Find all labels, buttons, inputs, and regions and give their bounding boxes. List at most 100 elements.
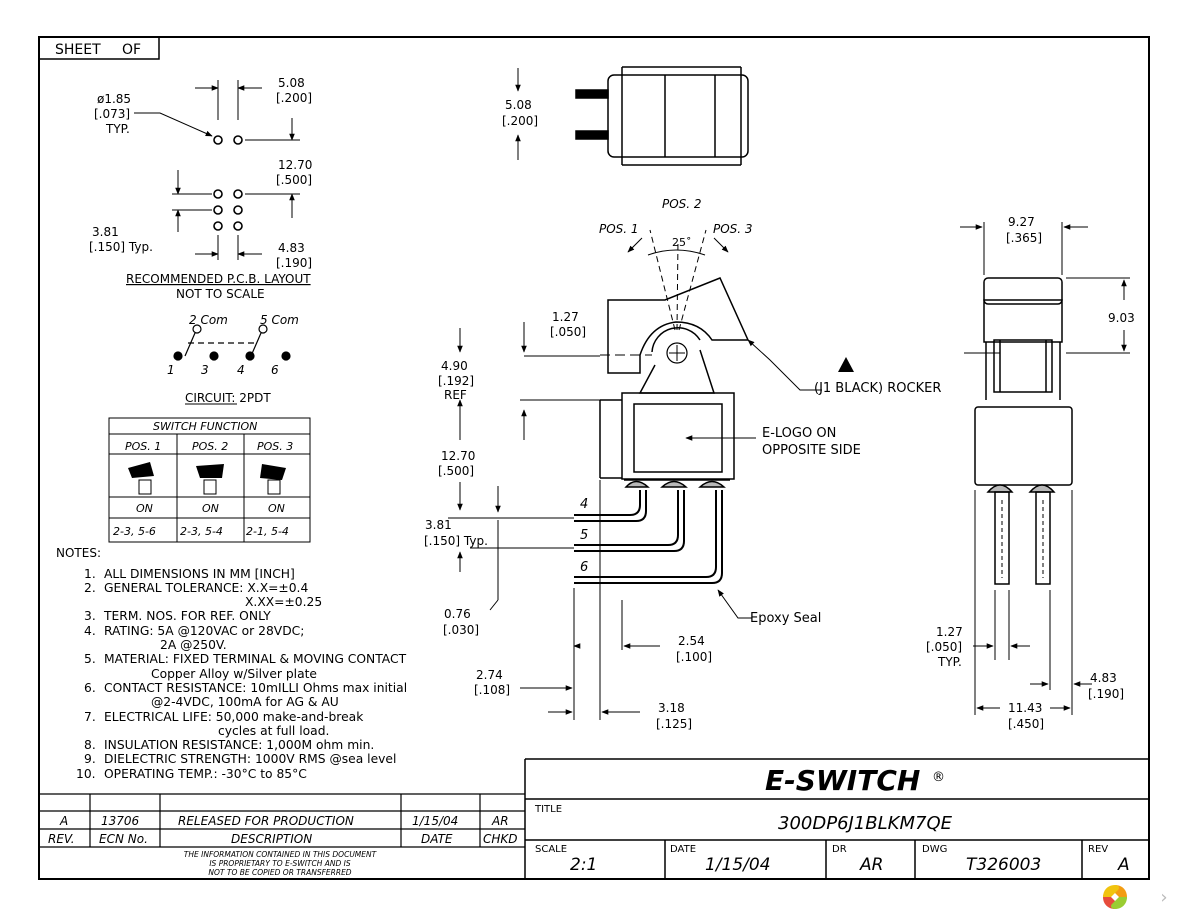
- pcb-side-in: [.190]: [276, 256, 312, 270]
- side-view: [574, 229, 750, 584]
- dim-318-mm: 3.18: [658, 701, 685, 715]
- rev-hdr-date: DATE: [421, 832, 453, 846]
- note-text: X.XX=±0.25: [245, 595, 322, 609]
- pcb-holes: [213, 135, 243, 231]
- circuit-t6: 6: [271, 363, 279, 377]
- switch-function-table: [108, 417, 311, 543]
- scale-label: SCALE: [535, 844, 567, 855]
- note-text: CONTACT RESISTANCE: 10mILLI Ohms max ini…: [104, 681, 407, 695]
- note-text: RATING: 5A @120VAC or 28VDC;: [104, 624, 304, 638]
- proprietary-line-1: THE INFORMATION CONTAINED IN THIS DOCUME…: [184, 850, 378, 859]
- proprietary-line-2: IS PROPRIETARY TO E-SWITCH AND IS: [209, 859, 351, 868]
- sheet-tab: [38, 36, 160, 60]
- end-1143-in: [.450]: [1008, 717, 1044, 731]
- rev-hdr-ecn: ECN No.: [99, 832, 148, 846]
- end-927-mm: 9.27: [1008, 215, 1035, 229]
- note-text: ALL DIMENSIONS IN MM [INCH]: [104, 567, 295, 581]
- pcb-dia-typ: TYP.: [105, 122, 130, 136]
- date-value: 1/15/04: [705, 855, 771, 875]
- title-label: TITLE: [534, 804, 562, 815]
- pos3-label: POS. 3: [713, 222, 753, 236]
- end-483-in: [.190]: [1088, 687, 1124, 701]
- pcb-row-mm: 3.81: [92, 225, 119, 239]
- notes-list: 1. ALL DIMENSIONS IN MM [INCH] 2. GENERA…: [76, 567, 407, 781]
- warning-triangle-icon: [838, 357, 854, 372]
- dim-274-in: [.108]: [474, 683, 510, 697]
- viewer-controls: ›: [1090, 878, 1188, 918]
- rocker-pos3-icon: [260, 464, 286, 495]
- end-483-mm: 4.83: [1090, 671, 1117, 685]
- sf-conn-1: 2-3, 5-6: [113, 525, 156, 538]
- dim-254-in: [.100]: [676, 650, 712, 664]
- part-title: 300DP6J1BLKM7QE: [778, 813, 953, 834]
- pcb-dia-in: [.073]: [94, 107, 130, 121]
- circuit-com2: 2 Com: [189, 313, 228, 327]
- note-text: ELECTRICAL LIFE: 50,000 make-and-break: [104, 710, 364, 724]
- sf-col-1: POS. 1: [125, 440, 161, 453]
- dim-254-mm: 2.54: [678, 634, 705, 648]
- top-dim-mm: 5.08: [505, 98, 532, 112]
- chevron-right-icon[interactable]: ›: [1160, 887, 1168, 908]
- sf-conn-2: 2-3, 5-4: [180, 525, 223, 538]
- dim-381-in: [.150] Typ.: [424, 534, 488, 548]
- note-text: INSULATION RESISTANCE: 1,000M ohm min.: [104, 738, 374, 752]
- angle-label: 25˚: [672, 236, 692, 249]
- note-num: 8.: [84, 738, 96, 752]
- company-logo: E-SWITCH: [765, 764, 920, 797]
- epoxy-label: Epoxy Seal: [750, 611, 821, 626]
- sheet-label: SHEET: [55, 42, 101, 58]
- note-num: 4.: [84, 624, 96, 638]
- dwg-value: T326003: [966, 855, 1041, 875]
- dim-381-mm: 3.81: [425, 518, 452, 532]
- sf-conn-3: 2-1, 5-4: [246, 525, 289, 538]
- side-view-dimensions: [448, 237, 822, 720]
- rocker-pos2-icon: [196, 464, 224, 495]
- dim-127-in: [.050]: [550, 325, 586, 339]
- date-label: DATE: [670, 844, 696, 855]
- pos2-label: POS. 2: [662, 197, 702, 211]
- top-dim-in: [.200]: [502, 114, 538, 128]
- note-text: 2A @250V.: [160, 638, 227, 652]
- circuit-com5: 5 Com: [260, 313, 299, 327]
- dim-1270-mm: 12.70: [441, 449, 475, 463]
- sf-state-1: ON: [136, 502, 153, 515]
- sf-state-2: ON: [202, 502, 219, 515]
- pcb-row-in: [.150] Typ.: [89, 240, 153, 254]
- pos1-label: POS. 1: [599, 222, 639, 236]
- note-text: cycles at full load.: [218, 724, 329, 738]
- pcb-h-mm: 12.70: [278, 158, 312, 172]
- pcb-pitch-mm: 5.08: [278, 76, 305, 90]
- rev-hdr-rev: REV.: [48, 832, 75, 846]
- end-view: [974, 277, 1073, 585]
- dr-value: AR: [859, 855, 883, 875]
- rev-row-desc: RELEASED FOR PRODUCTION: [178, 814, 354, 828]
- sf-title: SWITCH FUNCTION: [153, 420, 257, 433]
- end-903: 9.03: [1108, 311, 1135, 325]
- notes-heading: NOTES:: [56, 546, 101, 560]
- circuit-t3: 3: [201, 363, 209, 377]
- note-num: 2.: [84, 581, 96, 595]
- rocker-label: (J1 BLACK) ROCKER: [814, 381, 941, 396]
- rev-row-ecn: 13706: [101, 814, 140, 828]
- note-text: @2-4VDC, 100mA for AG & AU: [151, 695, 339, 709]
- pcb-dia-mm: ø1.85: [97, 92, 131, 106]
- end-127-in: [.050]: [926, 640, 962, 654]
- note-num: 6.: [84, 681, 96, 695]
- circuit-t4: 4: [237, 363, 245, 377]
- pcb-pitch-in: [.200]: [276, 91, 312, 105]
- title-block: [524, 758, 1149, 879]
- end-127-typ: TYP.: [937, 655, 962, 669]
- company-logo-mark: ®: [932, 770, 945, 785]
- rev-row-date: 1/15/04: [412, 814, 458, 828]
- note-num: 7.: [84, 710, 96, 724]
- note-num: 10.: [76, 767, 96, 781]
- note-text: TERM. NOS. FOR REF. ONLY: [103, 609, 271, 623]
- dr-label: DR: [832, 844, 847, 855]
- rocker-pos1-icon: [128, 462, 154, 495]
- circuit-diagram: [173, 324, 291, 361]
- pcb-layout: [134, 80, 300, 260]
- note-text: Copper Alloy w/Silver plate: [151, 667, 317, 681]
- dim-1270-in: [.500]: [438, 464, 474, 478]
- note-num: 9.: [84, 752, 96, 766]
